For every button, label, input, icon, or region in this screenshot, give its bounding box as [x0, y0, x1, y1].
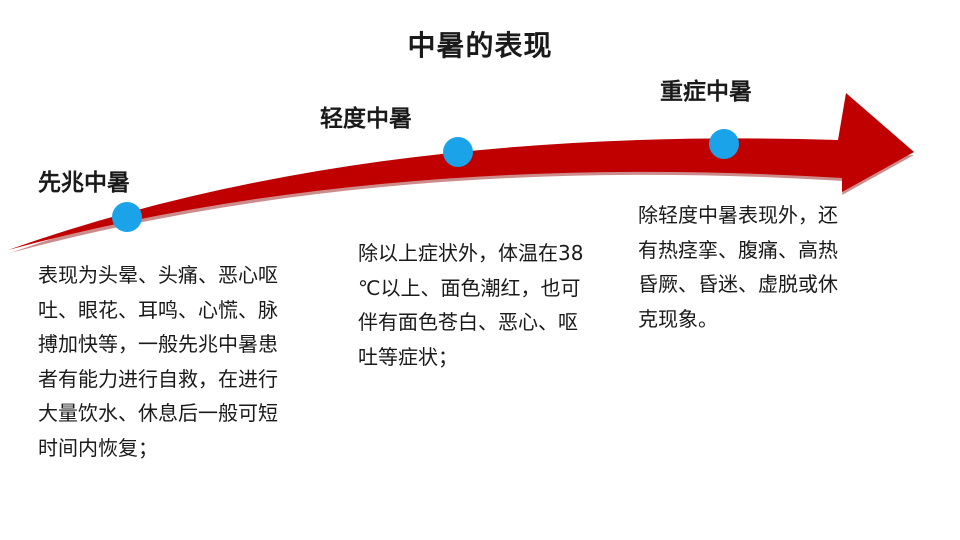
stage-description-prodromal: 表现为头晕、头痛、恶心呕吐、眼花、耳鸣、心慌、脉搏加快等，一般先兆中暑患者有能力…	[38, 263, 278, 460]
stage-description-mild: 除以上症状外，体温在38 ℃以上、面色潮红，也可伴有面色苍白、恶心、呕吐等症状；	[358, 241, 584, 369]
stage-label-severe: 重症中暑	[660, 79, 752, 105]
stage-marker-mild	[443, 137, 473, 167]
stage-label-mild: 轻度中暑	[320, 106, 412, 132]
stage-label-prodromal: 先兆中暑	[38, 170, 130, 196]
stage-marker-severe	[709, 129, 739, 159]
page-title: 中暑的表现	[407, 29, 553, 62]
stage-description-severe: 除轻度中暑表现外，还有热痉挛、腹痛、高热昏厥、昏迷、虚脱或休克现象。	[638, 203, 838, 331]
stage-marker-prodromal	[112, 202, 142, 232]
timeline-arrow-body	[8, 93, 914, 250]
